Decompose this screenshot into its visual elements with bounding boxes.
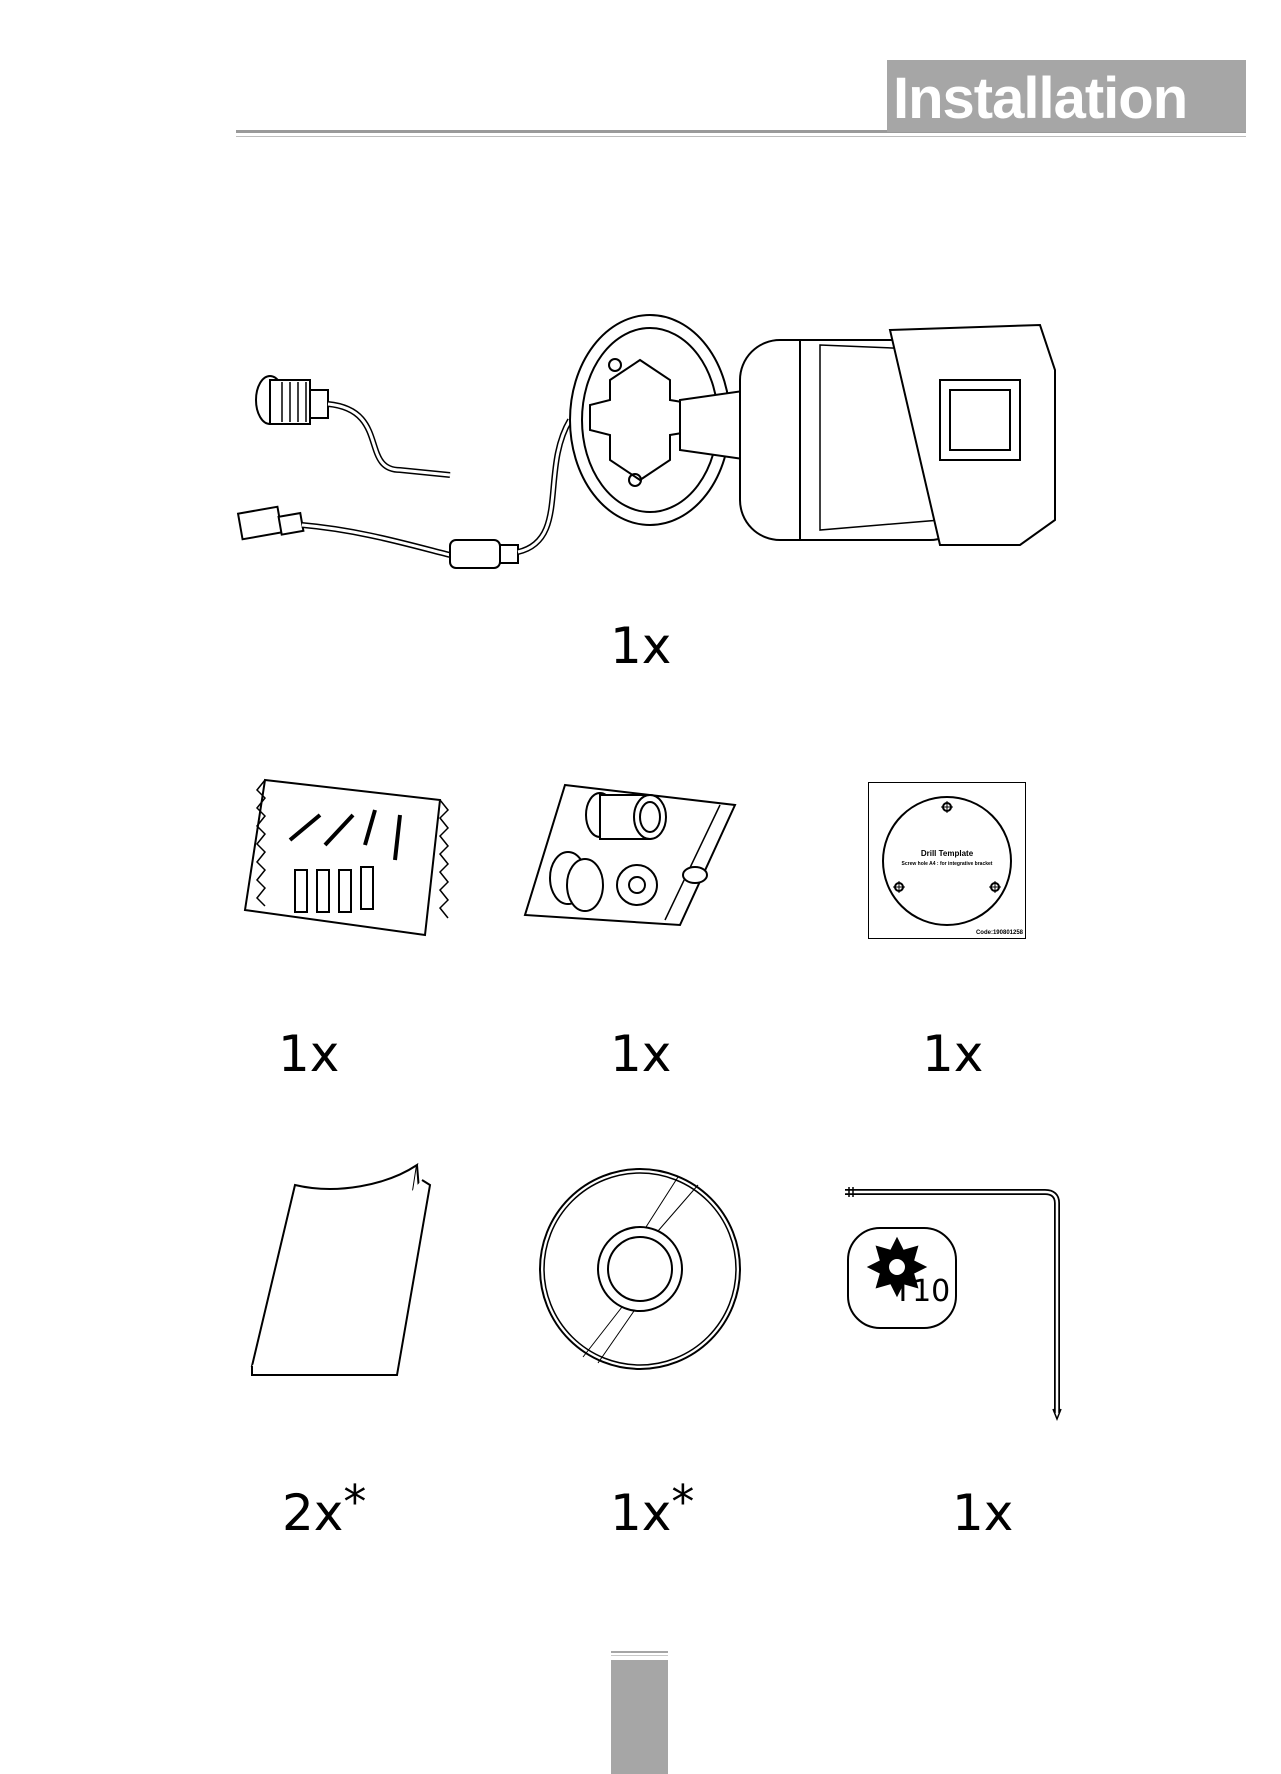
quantity-screw-bag: 1x: [278, 1026, 339, 1082]
page-tab: [611, 1660, 668, 1774]
drill-template-card: Drill Template Screw hole A4 : for integ…: [868, 782, 1026, 939]
screw-bag-illustration: [235, 775, 460, 940]
quantity-manual: 2x*: [282, 1485, 366, 1542]
torx-size-label: T10: [868, 1275, 976, 1309]
disc-illustration: [538, 1167, 742, 1371]
camera-illustration: [240, 320, 1070, 580]
quantity-drill-template: 1x: [922, 1026, 983, 1082]
quantity-disc-value: 1x: [610, 1484, 671, 1542]
waterproof-kit-illustration: [525, 780, 740, 930]
bottom-rule: [611, 1651, 668, 1653]
quantity-manual-value: 2x: [282, 1484, 343, 1542]
quantity-camera: 1x: [610, 618, 671, 674]
quantity-waterproof-kit: 1x: [610, 1026, 671, 1082]
header-rule-thin: [236, 136, 1246, 137]
asterisk-mark: *: [343, 1475, 366, 1529]
bottom-rule-thin: [611, 1655, 668, 1656]
drill-template-title: Drill Template: [869, 849, 1025, 858]
quantity-disc: 1x*: [610, 1485, 694, 1542]
page-title: Installation: [893, 64, 1187, 134]
asterisk-mark: *: [671, 1475, 694, 1529]
quantity-torx-wrench: 1x: [952, 1485, 1013, 1541]
drill-template-code: Code:190801258: [976, 930, 1023, 936]
manual-illustration: [247, 1160, 437, 1380]
drill-template-subtitle: Screw hole A4 : for integrative bracket: [869, 861, 1025, 867]
